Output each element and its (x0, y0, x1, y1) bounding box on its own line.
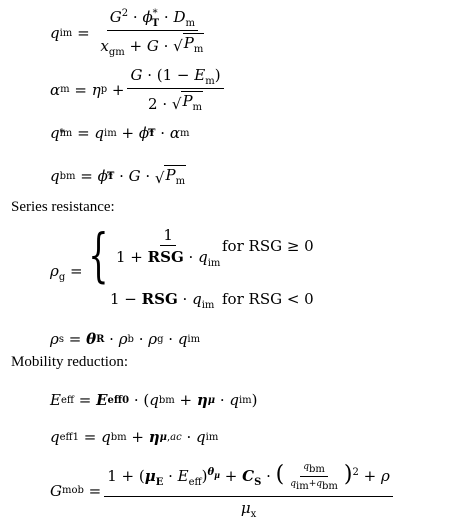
heading-mobility-reduction: Mobility reduction: (11, 354, 129, 370)
case-negative-condition: for RSG < 0 (222, 290, 314, 308)
equation-rho-g: ρg = { 1 1 + RSG · qim for RSG ≥ 0 1 − R… (50, 221, 314, 311)
case-positive: 1 1 + RSG · qim (116, 226, 221, 269)
case-negative: 1 − RSG · qim (110, 290, 215, 311)
case-positive-condition: for RSG ≥ 0 (222, 237, 314, 255)
heading-series-resistance: Series resistance: (11, 199, 115, 215)
